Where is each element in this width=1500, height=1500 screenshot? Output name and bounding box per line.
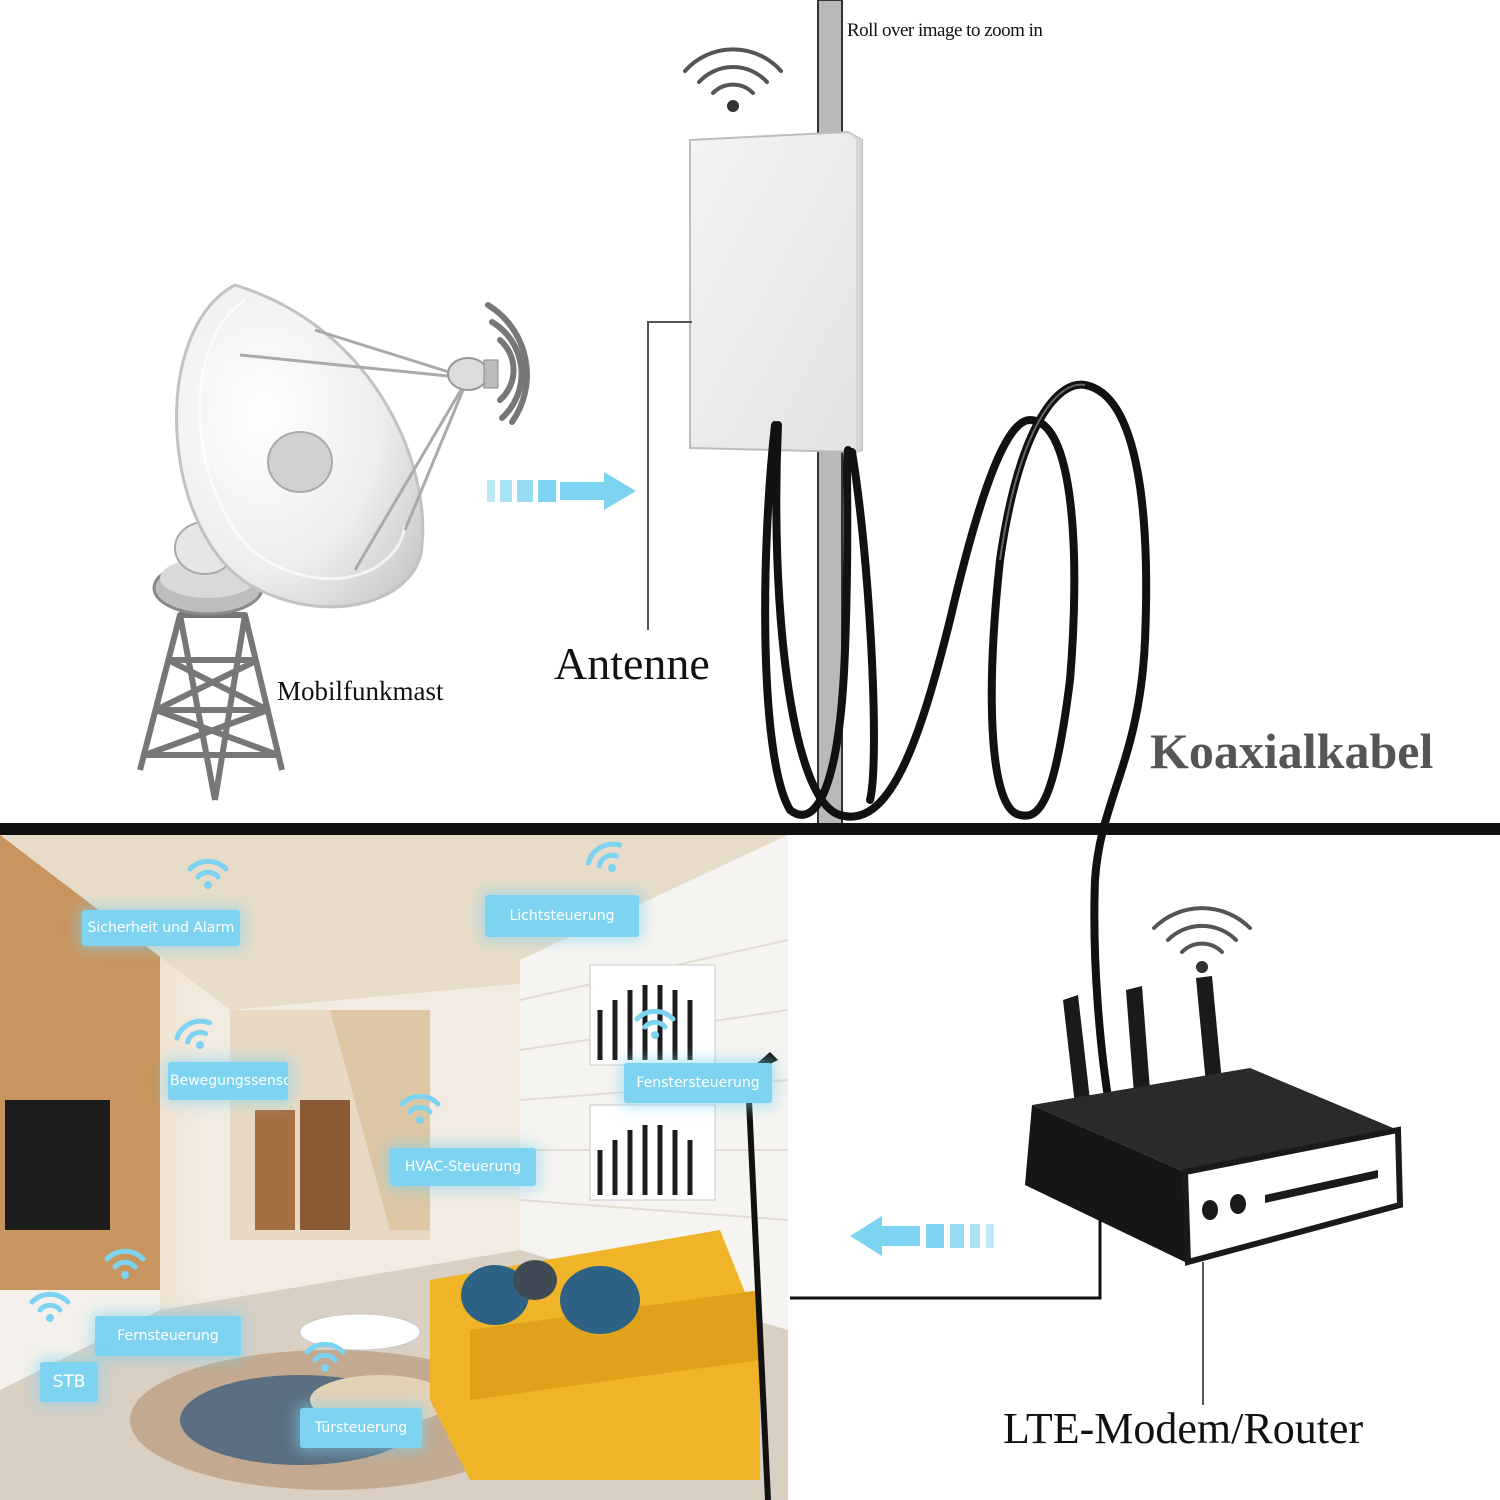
dish-signal-icon bbox=[485, 302, 530, 425]
light-control-tag: Lichtsteuerung bbox=[485, 895, 639, 937]
door-control-tag: Türsteuerung bbox=[300, 1408, 422, 1448]
router-leader-line bbox=[790, 1220, 1102, 1300]
stb-tag: STB bbox=[40, 1362, 98, 1402]
panel-antenna-icon bbox=[689, 130, 863, 454]
router-icon bbox=[1025, 976, 1404, 1266]
arrow-right-icon bbox=[487, 472, 636, 510]
satellite-dish-icon bbox=[152, 283, 499, 616]
antenna-signal-icon bbox=[683, 47, 783, 112]
antenna-label: Antenne bbox=[554, 638, 710, 689]
cable-label: Koaxialkabel bbox=[1150, 723, 1434, 779]
motion-sensor-tag: Bewegungssensor bbox=[168, 1062, 288, 1100]
hvac-control-tag: HVAC-Steuerung bbox=[390, 1148, 536, 1186]
arrow-left-icon bbox=[850, 1216, 994, 1256]
router-signal-icon bbox=[1152, 906, 1252, 973]
remote-control-tag: Fernsteuerung bbox=[95, 1316, 241, 1356]
mast-label: Mobilfunkmast bbox=[277, 676, 444, 706]
antenna-leader-line bbox=[647, 321, 692, 630]
indoor-outdoor-divider bbox=[0, 823, 1500, 835]
coax-cable bbox=[761, 380, 1151, 1114]
window-control-tag: Fenstersteuerung bbox=[624, 1063, 772, 1103]
router-label: LTE-Modem/Router bbox=[1003, 1404, 1364, 1453]
lattice-tower-icon bbox=[137, 612, 285, 801]
security-alarm-tag: Sicherheit und Alarm bbox=[82, 910, 240, 946]
zoom-hint: Roll over image to zoom in bbox=[847, 20, 1043, 41]
